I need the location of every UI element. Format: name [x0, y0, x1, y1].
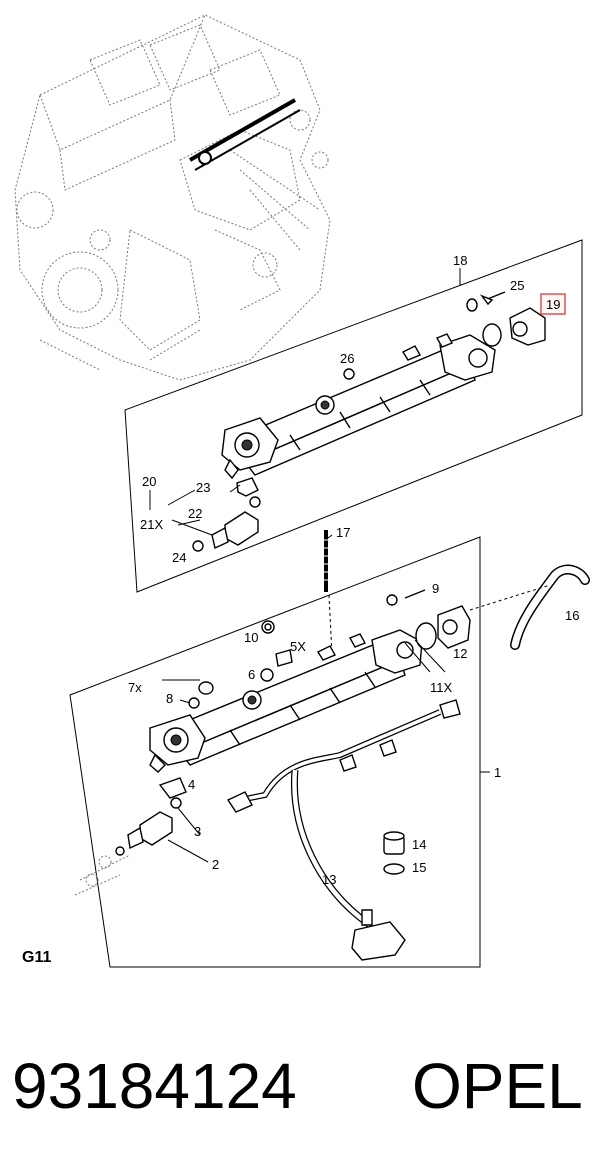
callout-3: 3 [194, 824, 201, 839]
callout-15: 15 [412, 860, 426, 875]
upper-fuel-rail [221, 333, 496, 480]
callout-26: 26 [340, 351, 354, 366]
callout-1: 1 [494, 765, 501, 780]
callout-25: 25 [510, 278, 524, 293]
callout-10: 10 [244, 630, 258, 645]
callout-18: 18 [453, 253, 467, 268]
upper-assembly-frame [124, 239, 583, 593]
callout-14: 14 [412, 837, 426, 852]
callout-13: 13 [322, 872, 336, 887]
brand-name: OPEL [412, 1050, 583, 1122]
lower-assembly-frame [69, 536, 481, 968]
callout-8: 8 [166, 691, 173, 706]
callout-21x: 21X [140, 517, 163, 532]
callout-23: 23 [196, 480, 210, 495]
lower-small-parts [74, 564, 590, 961]
callout-5x: 5X [290, 639, 306, 654]
callout-24: 24 [172, 550, 186, 565]
lower-fuel-rail [149, 629, 423, 773]
engine-block-illustration [14, 14, 331, 381]
callout-6: 6 [248, 667, 255, 682]
callout-7x: 7x [128, 680, 142, 695]
callout-22: 22 [188, 506, 202, 521]
callout-4: 4 [188, 777, 195, 792]
leader-lines [149, 268, 490, 863]
callout-9: 9 [432, 581, 439, 596]
callout-17: 17 [336, 525, 350, 540]
callout-20: 20 [142, 474, 156, 489]
stud-17 [322, 530, 333, 656]
callout-12: 12 [453, 646, 467, 661]
callout-2: 2 [212, 857, 219, 872]
part-number: 93184124 [12, 1050, 297, 1122]
callout-19-highlight [540, 293, 566, 315]
callout-16: 16 [565, 608, 579, 623]
callout-11x: 11X [430, 680, 452, 695]
group-label: G11 [22, 949, 51, 966]
callout-labels: 18 25 19 26 20 23 21X 22 24 17 9 16 10 5… [128, 253, 579, 887]
upper-small-parts [192, 291, 546, 552]
callout-19: 19 [546, 297, 560, 312]
